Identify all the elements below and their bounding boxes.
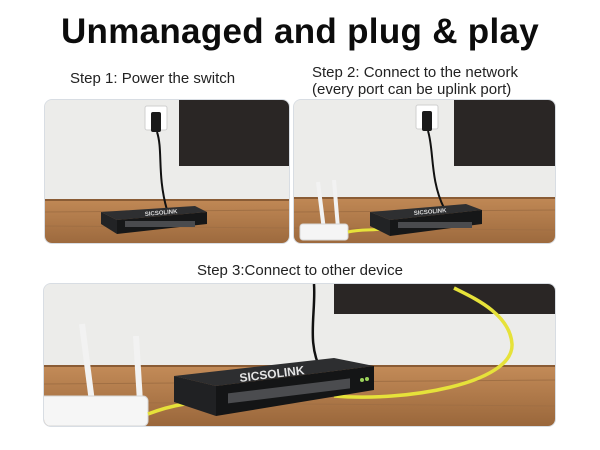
tv-panel	[179, 100, 289, 166]
step2-label: Step 2: Connect to the network (every po…	[312, 64, 518, 98]
router-icon	[44, 323, 149, 426]
tv-panel	[334, 284, 555, 314]
step2-line2: (every port can be uplink port)	[312, 81, 512, 98]
power-adapter-icon	[151, 112, 161, 132]
network-switch: SICSOLINK	[174, 358, 374, 416]
router-icon	[299, 179, 349, 241]
page-title: Unmanaged and plug & play	[60, 12, 540, 51]
switch-brand: SICSOLINK	[145, 209, 179, 218]
step1-image: SICSOLINK	[45, 100, 289, 243]
step3-image: SICSOLINK	[44, 284, 555, 426]
network-switch: SICSOLINK	[101, 206, 207, 234]
switch-brand: SICSOLINK	[414, 208, 448, 217]
power-adapter-icon	[422, 111, 432, 131]
step2-line1: Step 2: Connect to the network	[312, 64, 518, 81]
step3-label: Step 3:Connect to other device	[197, 262, 403, 279]
tv-panel	[454, 100, 555, 166]
ethernet-cable-right	[333, 286, 514, 399]
step2-image: SICSOLINK	[294, 100, 555, 243]
network-switch: SICSOLINK	[370, 204, 482, 236]
step1-label: Step 1: Power the switch	[70, 70, 236, 87]
